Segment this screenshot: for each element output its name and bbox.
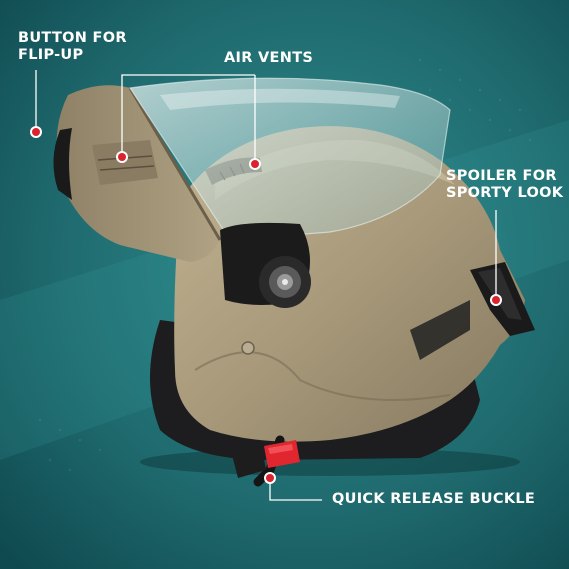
visor-pivot <box>259 256 311 308</box>
chin-inner <box>53 128 72 200</box>
callout-label-flip-button-line1: BUTTON FOR <box>18 30 127 46</box>
callout-label-spoiler: SPOILER FOR SPORTY LOOK <box>446 168 563 202</box>
buckle-red-shine <box>268 444 293 454</box>
callout-label-buckle: QUICK RELEASE BUCKLE <box>332 491 535 508</box>
rear-side-vent <box>410 300 470 360</box>
chin-air-vent <box>92 140 158 185</box>
callout-label-flip-button-line2: FLIP-UP <box>18 47 84 63</box>
helmet-crease <box>194 351 451 401</box>
callout-label-spoiler-line2: SPORTY LOOK <box>446 185 564 201</box>
callout-label-spoiler-line1: SPOILER FOR <box>446 168 557 184</box>
callout-label-air-vents: AIR VENTS <box>224 50 313 67</box>
buckle-black <box>232 448 266 478</box>
callout-label-flip-button: BUTTON FOR FLIP-UP <box>18 30 127 64</box>
callout-label-air-vents-text: AIR VENTS <box>224 50 314 66</box>
callout-label-buckle-text: QUICK RELEASE BUCKLE <box>332 491 536 507</box>
background-dots <box>38 58 532 472</box>
side-screw <box>241 341 255 355</box>
